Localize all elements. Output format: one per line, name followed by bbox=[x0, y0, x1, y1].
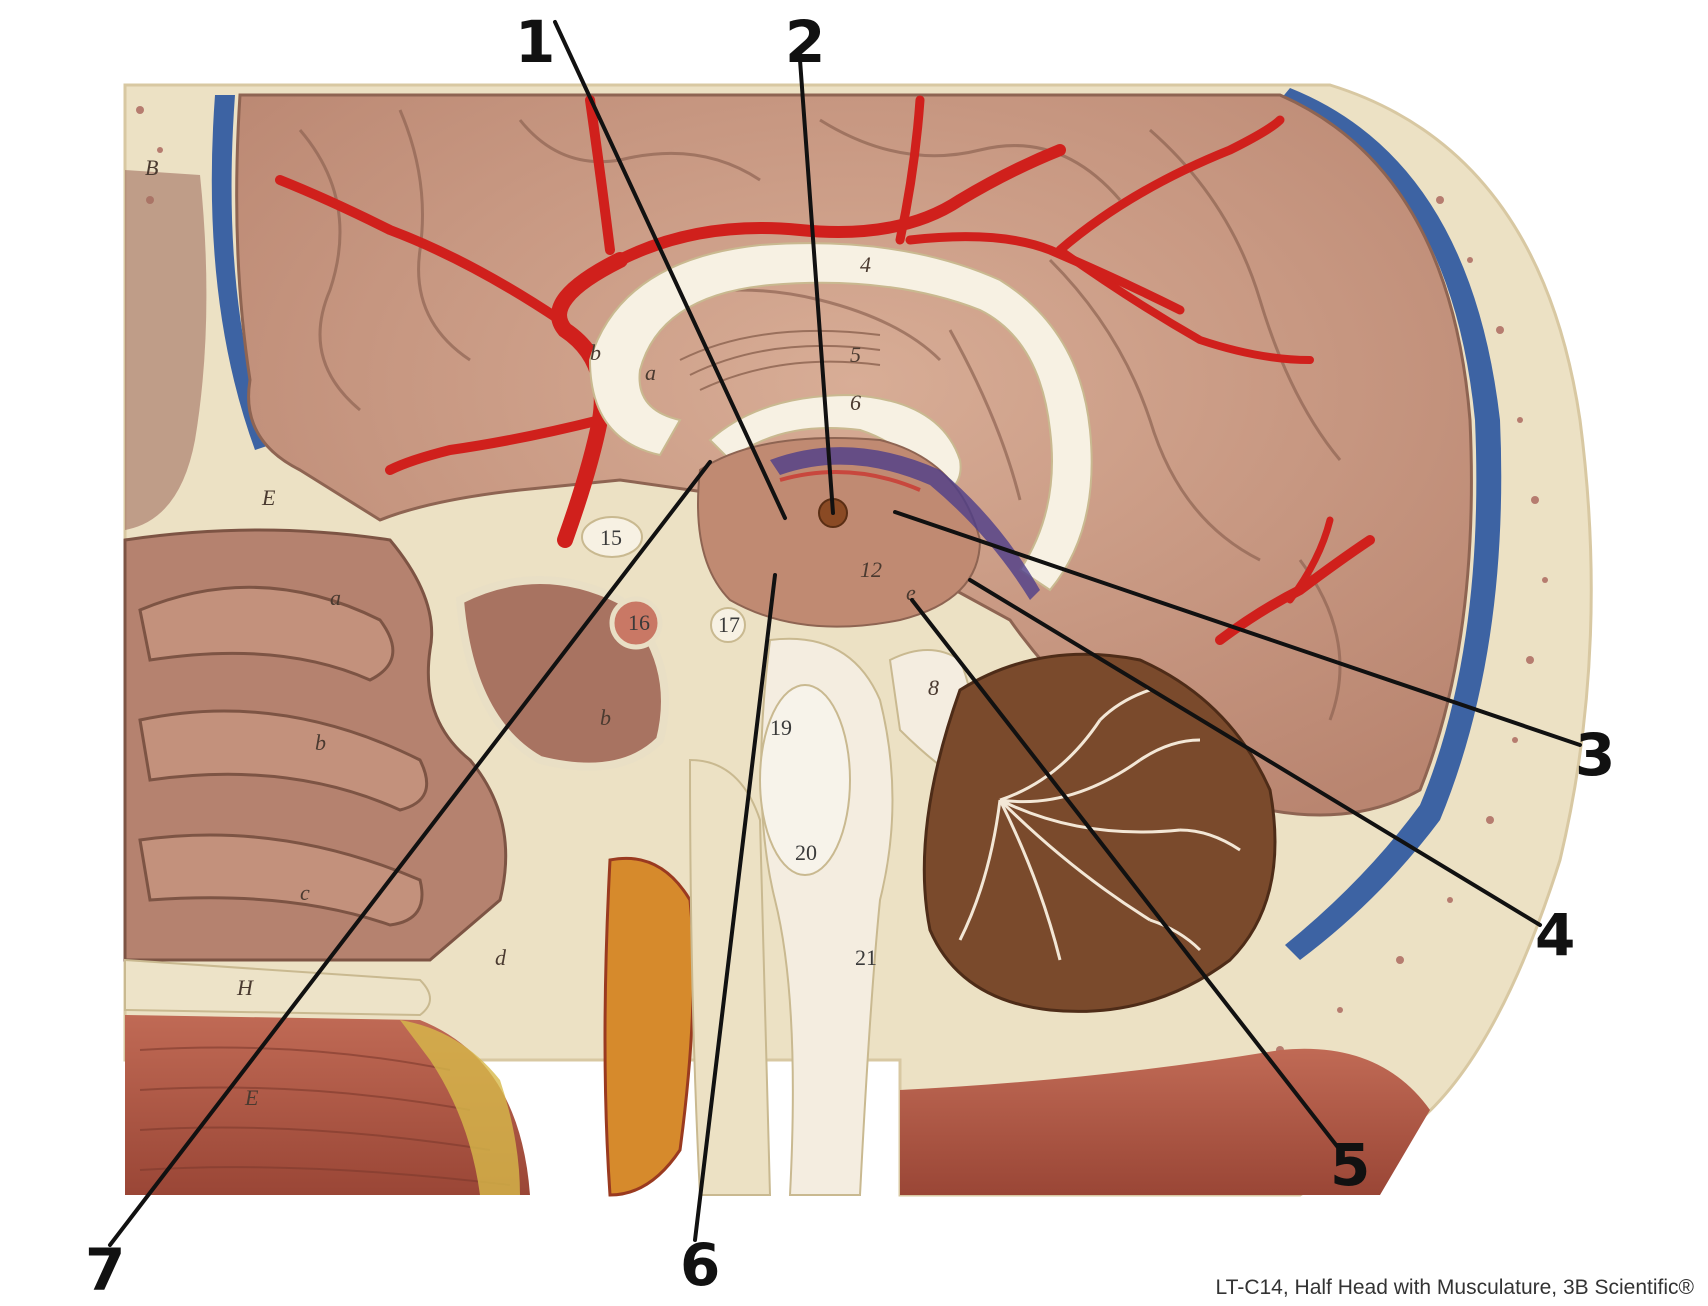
callout-5: 5 bbox=[1330, 1131, 1370, 1199]
callout-numbers: 1 2 3 4 5 6 7 bbox=[85, 8, 1615, 1304]
nasal-conchae bbox=[138, 585, 429, 927]
choroid-plexus bbox=[770, 447, 1040, 600]
corpus-callosum bbox=[588, 242, 1093, 592]
leader-line-6 bbox=[693, 573, 777, 1242]
pharyngeal-wall bbox=[603, 856, 695, 1197]
model-label-nasal-c: c bbox=[300, 880, 310, 905]
leader-lines bbox=[108, 20, 1582, 1247]
hard-palate bbox=[124, 958, 431, 1017]
model-label-8: 8 bbox=[928, 675, 939, 700]
model-label-20: 20 bbox=[795, 840, 817, 865]
model-label-tongue-E: E bbox=[244, 1085, 259, 1110]
model-label-bone-B: B bbox=[145, 155, 158, 180]
callout-7: 7 bbox=[85, 1236, 125, 1304]
pharynx-yellow bbox=[400, 1020, 520, 1195]
model-label-5: 5 bbox=[850, 342, 861, 367]
leader-line-1 bbox=[553, 20, 787, 520]
leader-line-3 bbox=[893, 510, 1582, 747]
bone-texture bbox=[136, 106, 1548, 1083]
model-label-sphenoid-b: b bbox=[600, 705, 611, 730]
arbor-vitae bbox=[958, 688, 1241, 961]
model-label-nasal-b: b bbox=[315, 730, 326, 755]
model-label-19: 19 bbox=[770, 715, 792, 740]
pons-white bbox=[759, 684, 851, 876]
frontal-sinus-region bbox=[125, 170, 207, 530]
label-17-bubble bbox=[710, 607, 746, 643]
leader-line-5 bbox=[910, 598, 1342, 1152]
cingulate-lines bbox=[679, 329, 881, 391]
tongue bbox=[125, 1015, 530, 1195]
cervical-spine bbox=[688, 758, 772, 1196]
model-label-6: 6 bbox=[850, 390, 861, 415]
model-label-12: 12 bbox=[860, 557, 882, 582]
model-label-frontal-b: b bbox=[590, 340, 601, 365]
model-labels: 4 5 6 15 16 17 12 19 20 21 b a a b c d b… bbox=[145, 155, 939, 1110]
tongue-striations bbox=[139, 1046, 511, 1186]
model-label-e: e bbox=[906, 580, 916, 605]
callout-4: 4 bbox=[1535, 901, 1575, 969]
choroid-plexus-red bbox=[779, 470, 921, 492]
leader-line-2 bbox=[798, 58, 835, 515]
model-label-15: 15 bbox=[600, 525, 622, 550]
model-label-21: 21 bbox=[855, 945, 877, 970]
figure-caption: LT-C14, Half Head with Musculature, 3B S… bbox=[1215, 1276, 1694, 1299]
sinus-band-right bbox=[1280, 88, 1502, 960]
model-label-4: 4 bbox=[860, 252, 871, 277]
model-label-bone-H: H bbox=[236, 975, 254, 1000]
callout-2: 2 bbox=[785, 8, 825, 76]
model-label-bone-E: E bbox=[261, 485, 276, 510]
callout-3: 3 bbox=[1575, 721, 1615, 789]
neck-muscles bbox=[900, 1048, 1430, 1195]
callout-1: 1 bbox=[515, 8, 555, 76]
model-label-16: 16 bbox=[628, 610, 650, 635]
label-15-bubble bbox=[581, 516, 643, 558]
leader-line-4 bbox=[968, 578, 1542, 927]
model-label-frontal-a: a bbox=[645, 360, 656, 385]
pituitary bbox=[609, 596, 663, 650]
cerebellum bbox=[922, 652, 1277, 1013]
leader-line-7 bbox=[108, 460, 712, 1247]
callout-6: 6 bbox=[680, 1231, 720, 1299]
superior-sagittal-sinus bbox=[211, 95, 270, 450]
model-label-17: 17 bbox=[718, 612, 740, 637]
model-label-nasal-d: d bbox=[495, 945, 507, 970]
model-label-nasal-a: a bbox=[330, 585, 341, 610]
